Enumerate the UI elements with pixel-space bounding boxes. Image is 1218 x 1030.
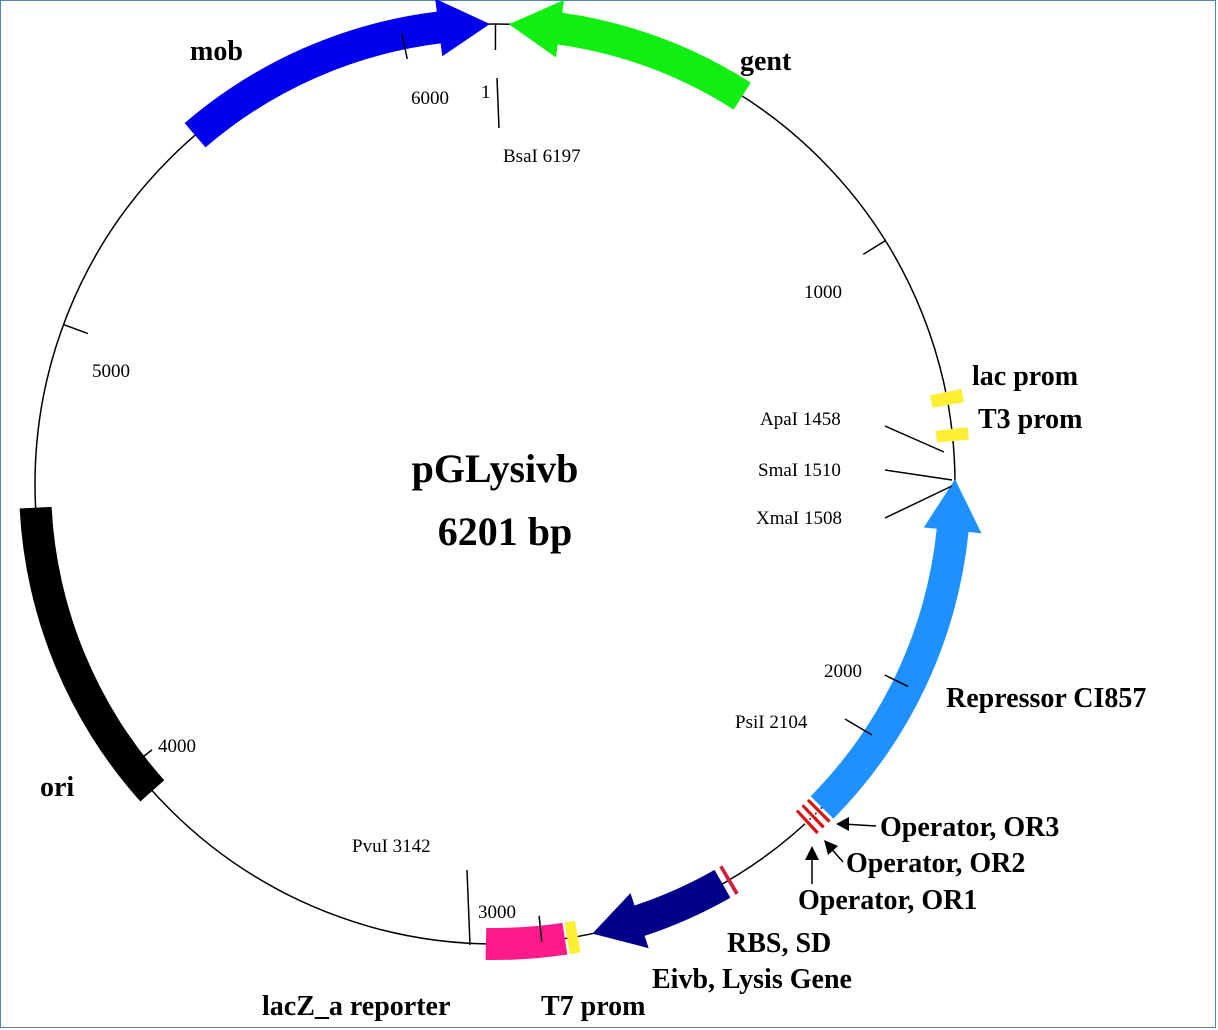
site-line-apai (884, 425, 945, 453)
feature-lacz-reporter (485, 922, 568, 960)
feature-operator-or3 (804, 796, 833, 825)
feature-mob (184, 0, 490, 148)
feature-lysis-gene (592, 869, 731, 949)
tick-label-3000: 3000 (478, 902, 516, 923)
tick-mark-3000 (538, 915, 543, 942)
tick-label-1000: 1000 (804, 282, 842, 303)
operator-pointers (805, 817, 877, 884)
site-line-psii (844, 718, 873, 736)
tick-label-2000: 2000 (824, 661, 862, 682)
tick-mark-5000 (63, 323, 89, 335)
tick-label-1: 1 (481, 82, 491, 103)
plasmid-size: 6201 bp (438, 509, 573, 554)
pointer-or2-head (824, 840, 838, 855)
plasmid-name: pGLysivb (412, 446, 579, 491)
label-t7-prom: T7 prom (541, 991, 646, 1022)
label-operator-or2: Operator, OR2 (846, 848, 1025, 879)
label-lysis-gene: Eivb, Lysis Gene (652, 964, 852, 995)
site-label-pvui: PvuI 3142 (352, 836, 431, 857)
feature-lac-prom (930, 389, 964, 408)
site-label-psii: PsiI 2104 (735, 712, 808, 733)
label-rbs: RBS, SD (727, 928, 831, 959)
pointer-or3-head (836, 817, 849, 831)
site-line-smai (884, 469, 953, 481)
feature-t3-prom (935, 427, 969, 443)
tick-mark-4000 (130, 749, 153, 767)
label-repressor: Repressor CI857 (946, 683, 1146, 714)
site-label-apai: ApaI 1458 (760, 409, 841, 430)
label-lac-prom: lac prom (972, 361, 1078, 392)
feature-operator-or2 (799, 802, 827, 831)
tick-label-5000: 5000 (92, 361, 130, 382)
label-lacz-reporter: lacZ_a reporter (262, 991, 450, 1022)
label-ori: ori (40, 772, 74, 803)
label-operator-or1: Operator, OR1 (798, 885, 977, 916)
feature-gent (508, 0, 751, 110)
tick-mark-2000 (884, 674, 909, 688)
feature-ori (19, 506, 165, 802)
feature-operator-or1 (793, 807, 821, 837)
tick-label-6000: 6000 (411, 88, 449, 109)
label-operator-or3: Operator, OR3 (880, 812, 1059, 843)
tick-mark-1000 (862, 239, 886, 256)
tick-label-4000: 4000 (158, 736, 196, 757)
tick-mark-6000 (401, 33, 408, 60)
site-line-pvui (466, 869, 471, 946)
site-label-bsai: BsaI 6197 (503, 146, 581, 167)
site-line-xmai (884, 485, 953, 519)
label-t3-prom: T3 prom (978, 404, 1083, 435)
label-mob: mob (190, 36, 243, 67)
feature-repressor (810, 479, 982, 819)
label-gent: gent (740, 46, 792, 77)
pointer-or1-head (805, 846, 819, 860)
feature-rbs (719, 865, 739, 895)
site-label-xmai: XmaI 1508 (756, 508, 842, 529)
site-line-bsai (496, 77, 500, 129)
feature-t7-prom (564, 920, 581, 955)
site-label-smai: SmaI 1510 (758, 460, 841, 481)
